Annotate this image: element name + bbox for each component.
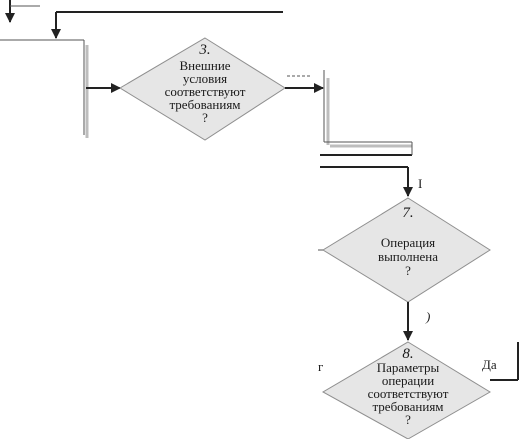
decision-8-yes-branch: [490, 342, 519, 381]
decision-8-number: 8.: [402, 346, 413, 362]
decision-8-line-4: требованиям: [372, 399, 443, 414]
connector-to-decision-7: [320, 142, 413, 197]
decision-3-diamond: [119, 37, 286, 141]
decision-8-line-1: Параметры: [377, 360, 440, 375]
decision-7-tail: ?: [405, 263, 411, 278]
decision-7-line-2: выполнена: [378, 249, 438, 264]
label-branch-right-7: I: [418, 176, 422, 191]
label-yes-8: Да: [482, 357, 497, 372]
decision-8-diamond: [321, 341, 491, 439]
decision-8-line-2: операции: [382, 373, 434, 388]
decision-3-number: 3.: [198, 42, 210, 58]
label-left-8: г: [318, 359, 323, 374]
decision-8-tail: ?: [405, 412, 411, 427]
label-branch-down-7: ): [425, 309, 430, 324]
decision-8-line-3: соответствуют: [368, 386, 449, 401]
decision-3-line-3: соответствуют: [165, 84, 246, 99]
decision-8: 8. Параметры операции соответствуют треб…: [321, 341, 491, 439]
decision-3: 3. Внешние условия соответствуют требова…: [119, 37, 286, 141]
decision-3-line-1: Внешние: [179, 58, 230, 73]
decision-7-line-1: Операция: [381, 235, 435, 250]
decision-7: 7. Операция выполнена ?: [318, 197, 491, 303]
decision-3-line-2: условия: [183, 71, 227, 86]
decision-7-number: 7.: [402, 205, 413, 221]
top-connectors: [0, 0, 283, 138]
decision-3-right-branch: [285, 70, 412, 148]
decision-3-tail: ?: [202, 110, 208, 125]
decision-3-line-4: требованиям: [169, 97, 240, 112]
